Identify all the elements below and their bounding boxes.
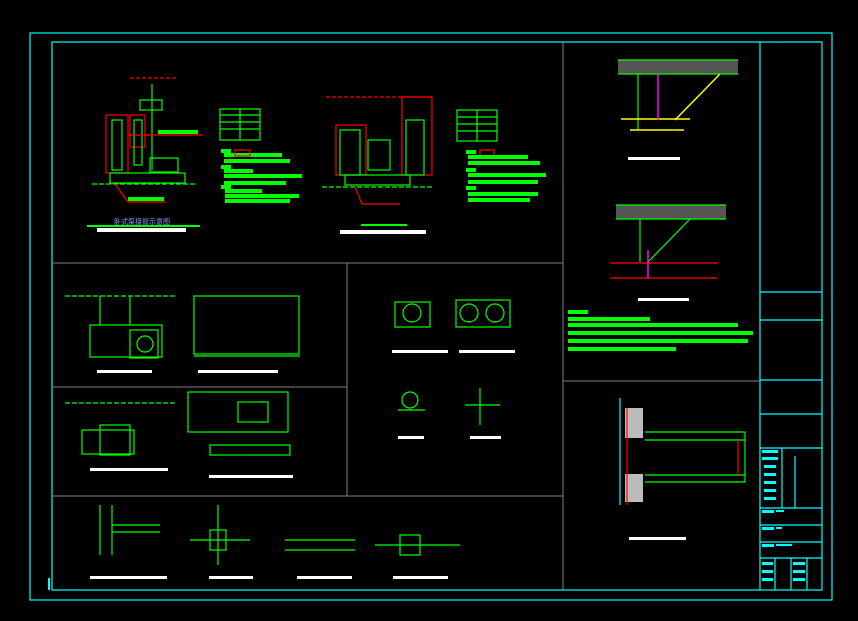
fan-detail-1 <box>65 295 300 373</box>
drawing-label-bar <box>97 228 186 232</box>
horizontal-pump-detail: 卧式泵接管示意图 <box>87 77 302 232</box>
fan-detail-2 <box>65 391 293 478</box>
wall-penetration-detail <box>619 398 746 540</box>
title-block <box>759 42 822 590</box>
margin-mark <box>48 578 50 590</box>
vertical-pump-detail <box>322 96 546 234</box>
pump-title-underline <box>87 225 200 227</box>
bottom-details <box>90 505 460 579</box>
sheet-dividers <box>52 42 760 590</box>
pump-detail-title: 卧式泵接管示意图 <box>114 217 170 226</box>
hanger-detail-2 <box>568 204 753 351</box>
pump-base-details <box>392 299 515 439</box>
hanger-detail-1 <box>618 59 738 160</box>
outer-frame <box>29 32 833 601</box>
inner-frame <box>51 41 823 591</box>
